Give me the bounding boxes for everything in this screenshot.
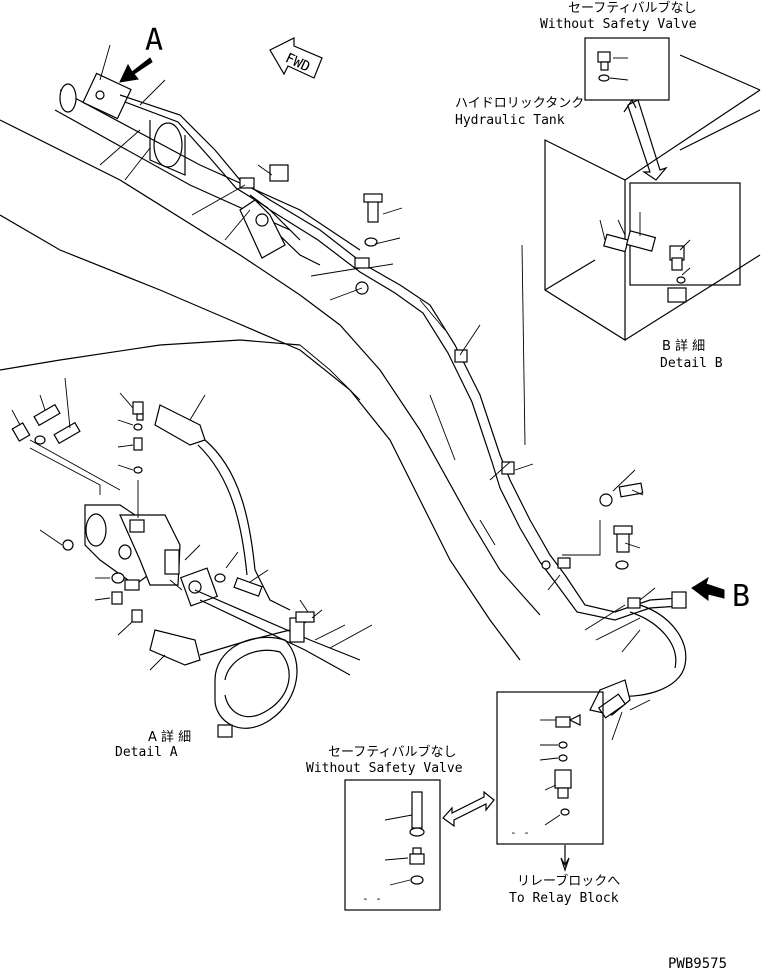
safety-top-en: Without Safety Valve [540,17,697,32]
safety-box-top: セーフティバルブなし Without Safety Valve [540,0,697,101]
tank-en: Hydraulic Tank [455,113,565,128]
detail-a-assembly: A 詳 細 Detail A [11,377,373,760]
callout-b: B [691,576,750,614]
relay-en: To Relay Block [509,891,619,906]
boom-outline [0,119,541,661]
arrow-b-icon [691,576,725,601]
hydraulic-tank: ハイドロリックタンク Hydraulic Tank B 詳 細 Detail B [455,54,761,371]
letter-a: A [145,23,163,58]
boom-cylinder [54,72,361,266]
leader-lines [99,44,656,741]
detail-b-en: Detail B [660,356,723,371]
swap-arrow-bottom-icon [442,790,495,828]
tank-jp: ハイドロリックタンク [455,96,584,111]
relay-jp: リレーブロックへ [517,873,620,889]
fwd-indicator: FWD [269,37,323,79]
mid-parts [355,193,644,719]
fwd-arrow-icon [269,37,323,79]
safety-bottom-jp: セーフティバルブなし [328,744,456,760]
relay-detail-box: - - リレーブロックへ To Relay Block [496,691,620,906]
detail-a-en: Detail A [115,745,178,760]
safety-box-bottom: セーフティバルブなし Without Safety Valve - - [306,744,463,911]
callout-a: A [119,23,163,83]
svg-text:- -: - - [362,892,382,905]
letter-b: B [732,579,750,614]
svg-text:- -: - - [510,826,530,839]
safety-bottom-en: Without Safety Valve [306,761,463,776]
relay-arrow-icon [560,845,570,872]
drawing-number: PWB9575 [668,956,727,972]
safety-top-jp: セーフティバルブなし [568,0,696,16]
main-pipe [269,199,687,697]
arrow-a-icon [119,57,153,83]
detail-b-jp: B 詳 細 [662,338,705,354]
detail-a-jp: A 詳 細 [148,729,191,745]
swap-arrow-top-icon [623,98,668,181]
